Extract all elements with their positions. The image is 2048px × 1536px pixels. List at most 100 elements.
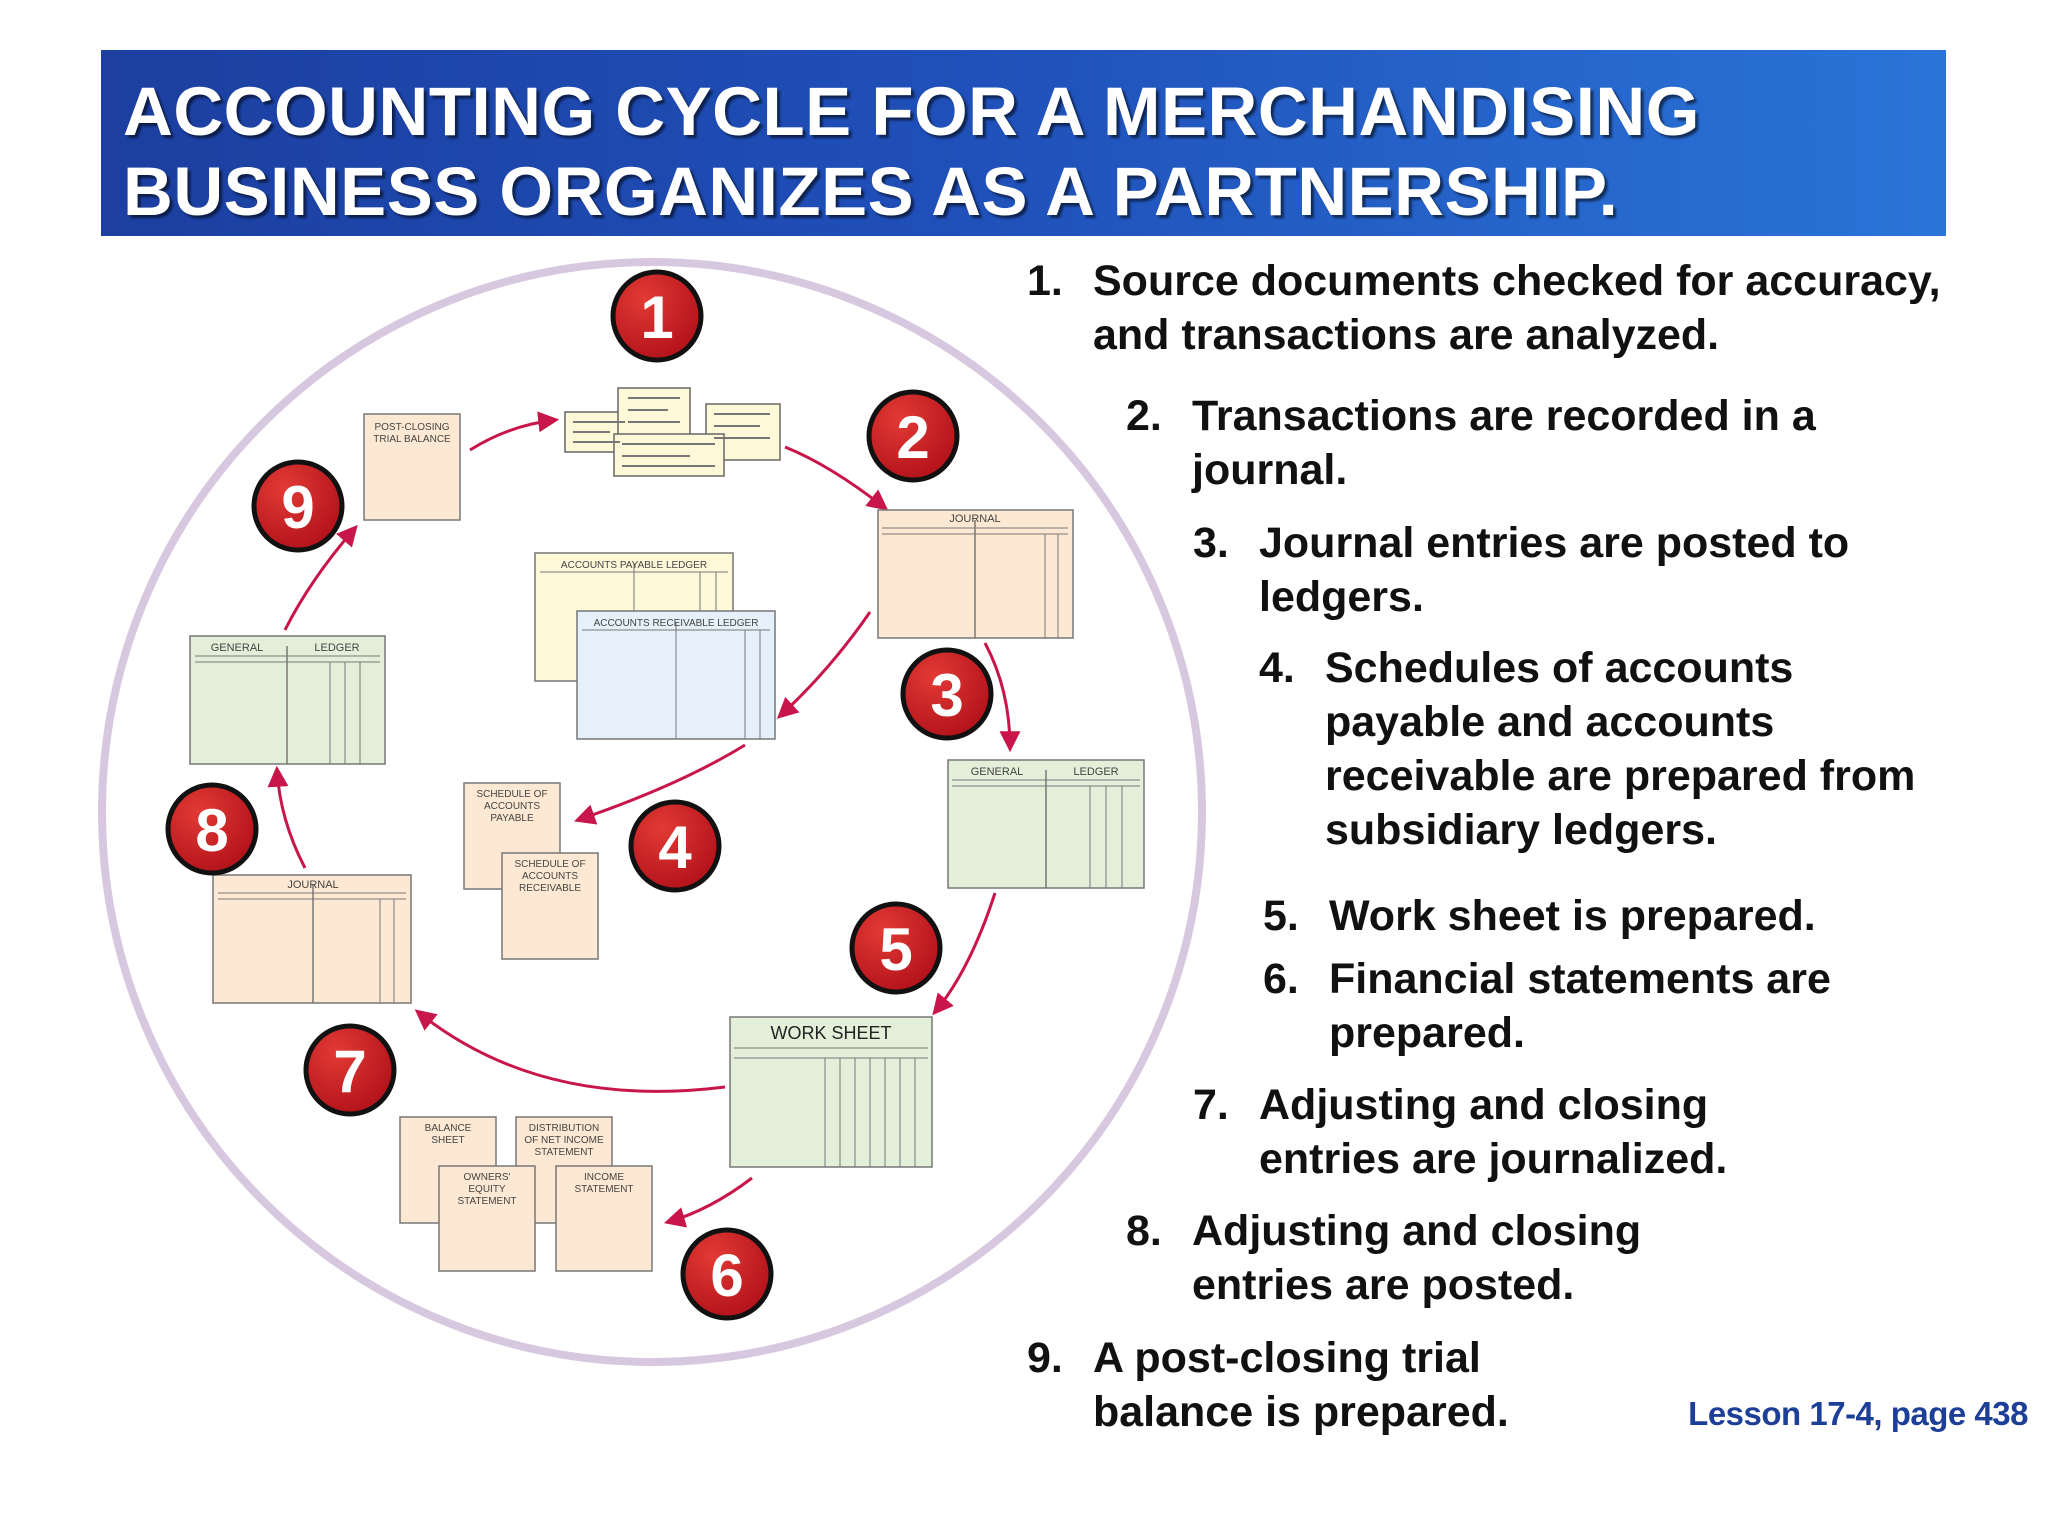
source-documents bbox=[564, 387, 781, 477]
step-8-line-2: entries are posted. bbox=[1192, 1261, 1575, 1309]
badge-5: 5 bbox=[849, 901, 943, 995]
owners-equity-line-1: OWNERS' bbox=[464, 1172, 511, 1183]
badge-2: 2 bbox=[866, 389, 960, 483]
step-8-line-1: Adjusting and closing bbox=[1192, 1207, 1642, 1255]
work-sheet-doc: WORK SHEET bbox=[729, 1016, 933, 1168]
general-label-right: GENERAL bbox=[971, 766, 1024, 778]
schedule-ap-line-1: SCHEDULE OF bbox=[476, 789, 547, 800]
journal-doc-left: JOURNAL bbox=[212, 874, 412, 1004]
lesson-reference: Lesson 17-4, page 438 bbox=[1688, 1395, 2028, 1432]
post-closing-trial-balance-doc: POST-CLOSING TRIAL BALANCE bbox=[363, 413, 461, 521]
income-statement-doc: INCOME STATEMENT bbox=[555, 1165, 653, 1272]
step-9-number: 9. bbox=[1027, 1334, 1063, 1382]
title-line-1: ACCOUNTING CYCLE FOR A MERCHANDISING bbox=[123, 73, 1700, 150]
step-9-line-1: A post-closing trial bbox=[1093, 1334, 1481, 1382]
step-8-number: 8. bbox=[1126, 1207, 1162, 1255]
step-5-number: 5. bbox=[1263, 892, 1299, 940]
post-closing-line-2: TRIAL BALANCE bbox=[373, 434, 451, 445]
distribution-line-1: DISTRIBUTION bbox=[529, 1123, 600, 1134]
step-3-line-1: Journal entries are posted to bbox=[1259, 519, 1850, 567]
arrow-9-to-1 bbox=[469, 411, 560, 452]
step-4-line-2: payable and accounts bbox=[1325, 698, 1775, 746]
step-2-line-2: journal. bbox=[1192, 446, 1348, 494]
balance-sheet-line-1: BALANCE bbox=[425, 1123, 472, 1134]
general-ledger-doc-right: GENERAL LEDGER bbox=[947, 759, 1145, 889]
step-7-line-2: entries are journalized. bbox=[1259, 1135, 1728, 1183]
title-banner: ACCOUNTING CYCLE FOR A MERCHANDISING BUS… bbox=[101, 50, 1946, 236]
svg-text:3: 3 bbox=[930, 662, 963, 729]
schedule-ar-line-2: ACCOUNTS bbox=[522, 871, 578, 882]
step-3-line-2: ledgers. bbox=[1259, 573, 1424, 621]
distribution-line-2: OF NET INCOME bbox=[524, 1135, 604, 1146]
ledger-label-left: LEDGER bbox=[314, 642, 359, 654]
arrow-5-to-6 bbox=[663, 1176, 753, 1228]
income-statement-line-1: INCOME bbox=[584, 1172, 624, 1183]
step-1-number: 1. bbox=[1027, 257, 1063, 305]
ar-ledger-label: ACCOUNTS RECEIVABLE LEDGER bbox=[594, 618, 759, 629]
owners-equity-doc: OWNERS' EQUITY STATEMENT bbox=[438, 1165, 536, 1272]
svg-text:5: 5 bbox=[879, 916, 912, 983]
step-5-line-1: Work sheet is prepared. bbox=[1329, 892, 1816, 940]
ledger-label-right: LEDGER bbox=[1073, 766, 1118, 778]
badge-3: 3 bbox=[900, 647, 994, 741]
ap-ledger-label: ACCOUNTS PAYABLE LEDGER bbox=[561, 560, 707, 571]
arrow-subledgers-to-schedules bbox=[574, 743, 746, 825]
arrow-2-to-subledgers bbox=[776, 611, 872, 719]
arrow-1-to-2 bbox=[784, 445, 889, 511]
income-statement-line-2: STATEMENT bbox=[574, 1184, 633, 1195]
badge-6: 6 bbox=[680, 1227, 774, 1321]
badge-7: 7 bbox=[303, 1023, 397, 1117]
svg-text:6: 6 bbox=[710, 1242, 743, 1309]
svg-text:9: 9 bbox=[281, 474, 314, 541]
step-7-number: 7. bbox=[1193, 1081, 1229, 1129]
step-3-number: 3. bbox=[1193, 519, 1229, 567]
badge-8: 8 bbox=[165, 782, 259, 876]
post-closing-line-1: POST-CLOSING bbox=[374, 422, 449, 433]
distribution-line-3: STATEMENT bbox=[534, 1147, 593, 1158]
step-4-line-4: subsidiary ledgers. bbox=[1325, 806, 1717, 854]
badge-4: 4 bbox=[628, 799, 722, 893]
step-4-line-3: receivable are prepared from bbox=[1325, 752, 1916, 800]
schedule-ar-line-1: SCHEDULE OF bbox=[514, 859, 585, 870]
svg-text:7: 7 bbox=[333, 1038, 366, 1105]
badge-1: 1 bbox=[610, 269, 704, 363]
step-7-line-1: Adjusting and closing bbox=[1259, 1081, 1709, 1129]
schedule-ap-line-3: PAYABLE bbox=[490, 813, 534, 824]
cycle-circle bbox=[98, 258, 1206, 1366]
accounts-receivable-ledger-doc: ACCOUNTS RECEIVABLE LEDGER bbox=[576, 610, 776, 740]
step-badges: 1 2 3 4 5 6 7 8 9 bbox=[165, 269, 994, 1321]
svg-text:1: 1 bbox=[640, 284, 673, 351]
schedule-ap-line-2: ACCOUNTS bbox=[484, 801, 540, 812]
cycle-arrows bbox=[267, 411, 1021, 1228]
step-2-number: 2. bbox=[1126, 392, 1162, 440]
journal-doc-top: JOURNAL bbox=[877, 509, 1074, 639]
step-4-number: 4. bbox=[1259, 644, 1295, 692]
step-6-number: 6. bbox=[1263, 955, 1299, 1003]
balance-sheet-line-2: SHEET bbox=[431, 1135, 464, 1146]
schedule-ar-line-3: RECEIVABLE bbox=[519, 883, 581, 894]
owners-equity-line-3: STATEMENT bbox=[457, 1196, 516, 1207]
step-1-line-2: and transactions are analyzed. bbox=[1093, 311, 1720, 359]
journal-top-label: JOURNAL bbox=[949, 513, 1000, 525]
badge-9: 9 bbox=[251, 459, 345, 553]
general-ledger-doc-left: GENERAL LEDGER bbox=[189, 635, 386, 765]
step-2-line-1: Transactions are recorded in a bbox=[1192, 392, 1816, 440]
title-line-2: BUSINESS ORGANIZES AS A PARTNERSHIP. bbox=[123, 153, 1619, 230]
svg-text:4: 4 bbox=[658, 814, 692, 881]
step-6-line-2: prepared. bbox=[1329, 1009, 1525, 1057]
arrow-2-to-3 bbox=[983, 642, 1021, 753]
step-6-line-1: Financial statements are bbox=[1329, 955, 1831, 1003]
schedule-ar-doc: SCHEDULE OF ACCOUNTS RECEIVABLE bbox=[501, 852, 599, 960]
svg-text:8: 8 bbox=[195, 797, 228, 864]
arrow-5-to-7 bbox=[414, 1009, 726, 1093]
arrow-8-to-9 bbox=[283, 524, 358, 631]
arrow-7-to-8 bbox=[267, 765, 307, 869]
step-4-line-1: Schedules of accounts bbox=[1325, 644, 1794, 692]
step-9-line-2: balance is prepared. bbox=[1093, 1388, 1509, 1436]
step-1-line-1: Source documents checked for accuracy, bbox=[1093, 257, 1941, 305]
owners-equity-line-2: EQUITY bbox=[468, 1184, 506, 1195]
journal-left-label: JOURNAL bbox=[287, 879, 338, 891]
arrow-3-to-5 bbox=[932, 892, 997, 1016]
general-label-left: GENERAL bbox=[211, 642, 264, 654]
